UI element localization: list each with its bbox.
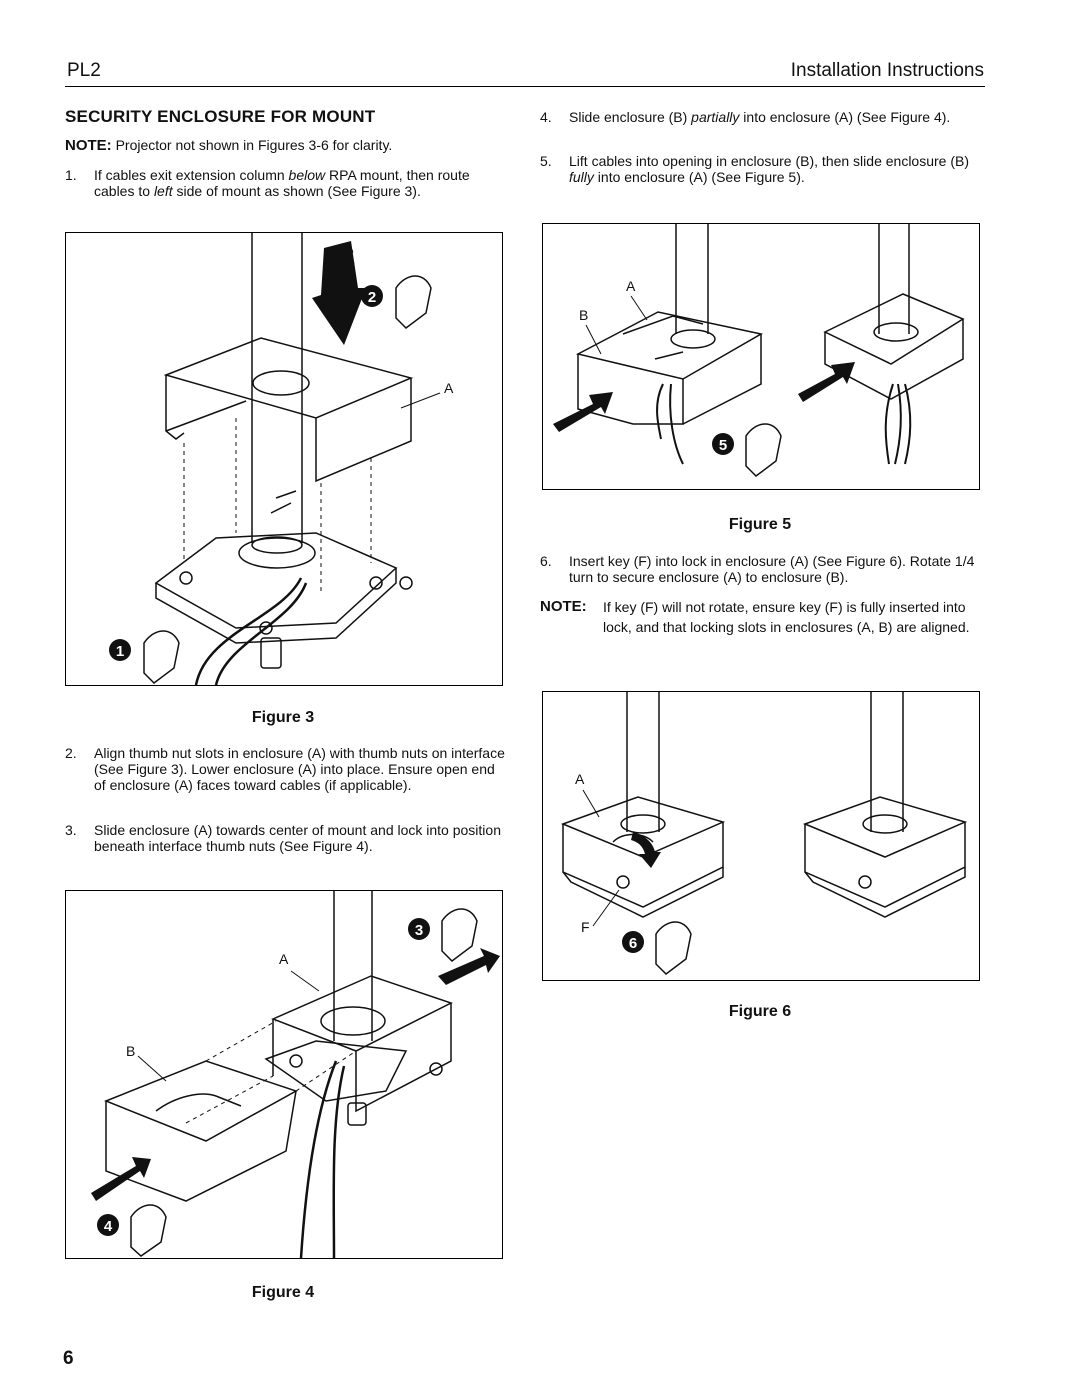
step-text: Slide enclosure (B) partially into enclo… [569,109,985,125]
step-1: 1. If cables exit extension column below… [65,167,510,199]
step-number: 2. [65,745,77,761]
figure-6-caption: Figure 6 [728,1003,792,1020]
text-run: Slide enclosure (B) [569,109,692,125]
figure-6-illustration: A F 6 [542,691,980,981]
label-a: A [626,278,636,294]
svg-text:3: 3 [415,922,423,939]
note-text: If key (F) will not rotate, ensure key (… [603,599,970,635]
step-6: 6. Insert key (F) into lock in enclosure… [540,553,985,585]
step-text: Slide enclosure (A) towards center of mo… [94,822,505,854]
step-badge-3: 3 [408,918,430,940]
step-3: 3. Slide enclosure (A) towards center of… [65,822,505,854]
hand-icon [745,423,782,477]
emphasis-text: left [153,183,173,199]
step-badge-6: 6 [622,931,644,953]
note-label: NOTE: [540,598,587,615]
label-b: B [126,1043,135,1059]
step-badge-4: 4 [97,1214,119,1236]
hand-icon [130,1204,167,1257]
text-run: Align thumb nut slots in enclosure (A) w… [94,745,505,793]
text-run: Insert key (F) into lock in enclosure (A… [569,553,975,585]
label-a: A [279,951,289,967]
step-text: If cables exit extension column below RP… [94,167,510,199]
label-a: A [575,771,585,787]
text-run: Slide enclosure (A) towards center of mo… [94,822,501,854]
step-2: 2. Align thumb nut slots in enclosure (A… [65,745,505,793]
hand-icon [395,275,432,329]
step-text: Align thumb nut slots in enclosure (A) w… [94,745,505,793]
header-title: Installation Instructions [790,60,984,81]
page-number: 6 [63,1348,74,1369]
step-5: 5. Lift cables into opening in enclosure… [540,153,985,185]
step-badge-1: 1 [109,639,131,661]
label-f: F [581,919,590,935]
figure-5-drawing: A B 5 [553,224,965,477]
step-4: 4. Slide enclosure (B) partially into en… [540,109,985,125]
header-model: PL2 [67,60,101,81]
emphasis-text: below [288,167,326,183]
note-projector: NOTE: Projector not shown in Figures 3-6… [65,137,505,154]
step-number: 5. [540,153,552,169]
svg-text:2: 2 [368,289,376,306]
text-run: RPA mount, then route cables to [94,167,470,199]
figure-3-illustration: A 2 1 [65,232,503,686]
figure-5-illustration: A B 5 [542,223,980,490]
text-run: side of mount as shown (See Figure 3). [172,183,421,199]
svg-text:4: 4 [104,1218,113,1235]
step-text: Lift cables into opening in enclosure (B… [569,153,985,185]
hand-icon [655,921,692,975]
hand-icon [441,908,478,962]
label-a: A [444,380,454,396]
svg-text:6: 6 [629,935,637,952]
hand-icon [143,630,180,684]
step-number: 6. [540,553,552,569]
step-badge-5: 5 [712,433,734,455]
figure-3-drawing: A 2 1 [109,233,454,685]
figure-6-drawing: A F 6 [560,692,968,975]
step-number: 4. [540,109,552,125]
header-divider [65,86,985,87]
text-run: If cables exit extension column [94,167,289,183]
text-run: Lift cables into opening in enclosure (B… [569,153,969,169]
step-text: Insert key (F) into lock in enclosure (A… [569,553,985,585]
step-number: 1. [65,167,77,183]
svg-text:5: 5 [719,437,727,454]
text-run: into enclosure (A) (See Figure 5). [593,169,805,185]
note-label: NOTE: [65,137,112,154]
note-key: NOTE: If key (F) will not rotate, ensure… [540,597,985,637]
note-text: Projector not shown in Figures 3-6 for c… [115,137,393,153]
svg-text:1: 1 [116,643,124,660]
emphasis-text: fully [569,169,594,185]
figure-5-caption: Figure 5 [728,516,792,533]
step-number: 3. [65,822,77,838]
figure-4-caption: Figure 4 [251,1284,315,1301]
figure-4-illustration: A B 3 4 [65,890,503,1259]
figure-4-drawing: A B 3 4 [91,891,500,1258]
emphasis-text: partially [691,109,740,125]
figure-3-caption: Figure 3 [251,709,315,726]
step-badge-2: 2 [361,285,383,307]
section-title: SECURITY ENCLOSURE FOR MOUNT [65,107,376,126]
label-b: B [579,307,588,323]
text-run: into enclosure (A) (See Figure 4). [739,109,951,125]
